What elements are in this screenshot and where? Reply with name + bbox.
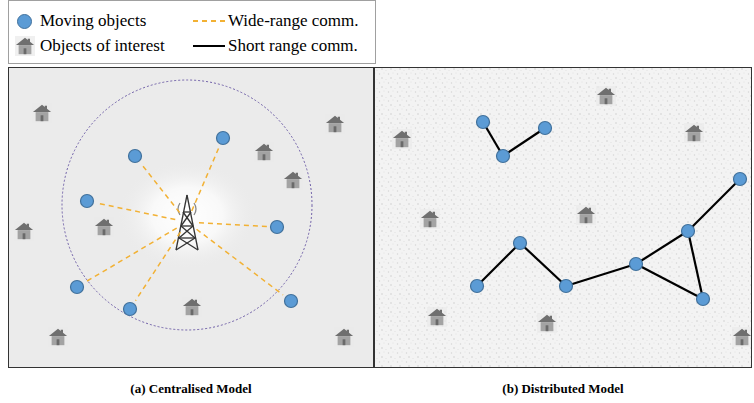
legend-label: Short range comm. <box>228 35 358 57</box>
tower-symbol <box>176 195 198 250</box>
legend-frame <box>9 1 376 64</box>
legend-label: Moving objects <box>40 10 146 32</box>
moving-object <box>124 303 137 316</box>
house-icon <box>32 103 52 123</box>
wide-range-link <box>97 203 175 219</box>
house-icon <box>392 129 412 149</box>
house-icon <box>537 313 557 333</box>
moving-object <box>734 173 747 186</box>
model-panel: (b) Distributed Model <box>374 67 752 368</box>
moving-object <box>697 293 710 306</box>
house-icon <box>48 327 68 347</box>
house-icon <box>14 221 34 241</box>
moving-object <box>539 122 552 135</box>
house-icon <box>15 36 35 56</box>
short-range-link <box>636 231 688 264</box>
house-icon <box>732 327 752 347</box>
house-icon <box>94 217 114 237</box>
moving-object <box>682 225 695 238</box>
panel-caption: (b) Distributed Model <box>375 381 751 397</box>
short-range-link <box>688 231 703 299</box>
legend-label: Objects of interest <box>40 35 165 57</box>
moving-object <box>81 195 94 208</box>
signal-glow <box>117 160 257 270</box>
house-icon <box>420 209 440 229</box>
short-range-link <box>688 179 740 231</box>
moving-object <box>497 150 510 163</box>
dashed-sample <box>193 20 225 22</box>
short-range-link <box>520 243 566 286</box>
panel-caption: (a) Centralised Model <box>9 381 373 397</box>
wide-range-link <box>192 147 219 211</box>
moving-object <box>477 116 490 129</box>
wide-range-link <box>141 164 179 213</box>
house-icon <box>254 142 274 162</box>
house-icon <box>182 297 202 317</box>
house-icon <box>325 114 345 134</box>
legend-swatch <box>17 14 32 29</box>
house-icon <box>427 307 447 327</box>
house-icon <box>576 205 596 225</box>
moving-object <box>560 280 573 293</box>
moving-object <box>271 221 284 234</box>
moving-object <box>217 132 230 145</box>
wide-range-link <box>86 228 177 282</box>
short-range-link <box>503 128 545 156</box>
panel-ground <box>374 67 752 368</box>
line-sample <box>193 45 225 47</box>
house-icon <box>596 86 616 106</box>
legend-label: Wide-range comm. <box>228 10 359 32</box>
short-range-link <box>566 264 636 286</box>
moving-object <box>285 295 298 308</box>
coverage-circle <box>62 80 312 330</box>
moving-object <box>71 281 84 294</box>
short-range-link <box>477 243 520 286</box>
house-icon <box>334 327 354 347</box>
wide-range-link <box>135 232 180 301</box>
model-panel: (a) Centralised Model <box>8 67 374 368</box>
moving-object <box>129 150 142 163</box>
moving-object <box>514 237 527 250</box>
house-icon <box>283 170 303 190</box>
moving-object <box>471 280 484 293</box>
wide-range-link <box>199 223 267 227</box>
short-range-link <box>636 264 703 299</box>
house-icon <box>684 123 704 143</box>
wide-range-link <box>197 229 283 295</box>
moving-object <box>630 258 643 271</box>
panel-ground <box>8 67 374 368</box>
